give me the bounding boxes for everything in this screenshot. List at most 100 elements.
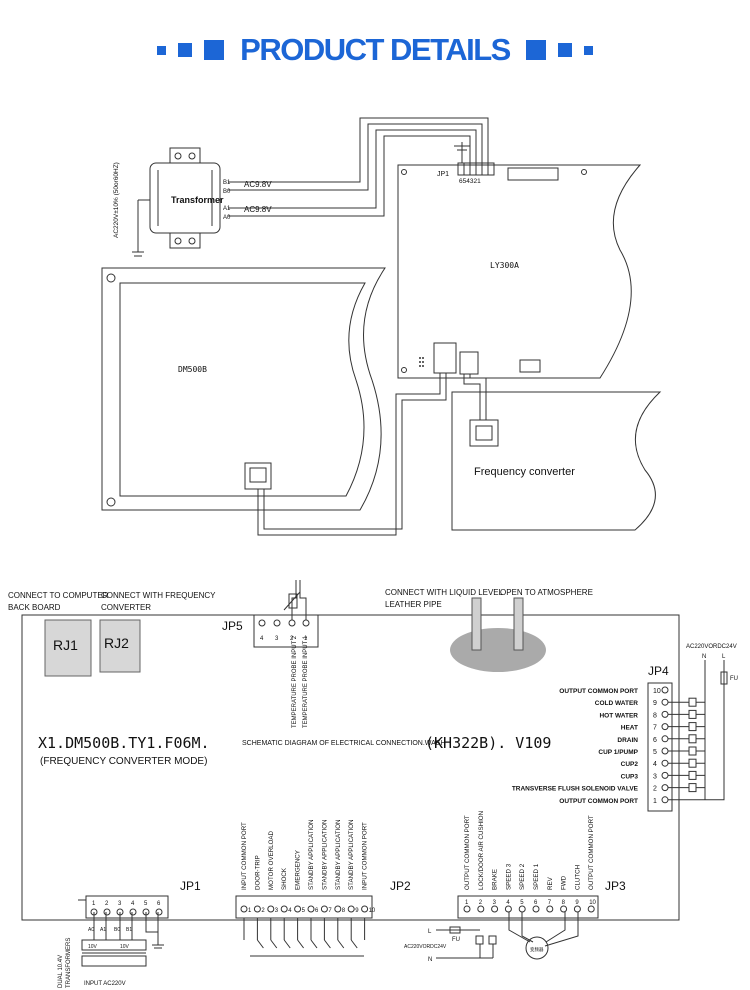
jp2-pin-terminal xyxy=(334,905,342,913)
jp3-item-label: SPEED 3 xyxy=(505,863,512,890)
output-voltage-b: AC9.8V xyxy=(244,180,272,189)
jp2-pin-number: 5 xyxy=(302,908,306,914)
jp1-voltage-b: 10V xyxy=(120,944,130,950)
jp3-pin-terminal xyxy=(546,905,554,913)
jp2-item-label: SHOCK xyxy=(281,867,288,890)
decor-square-icon xyxy=(557,43,572,57)
jp2-item-label: MOTOR OVERLOAD xyxy=(268,830,275,890)
jp2-switch-icon xyxy=(283,939,291,949)
jp1-voltage-a: 10V xyxy=(88,944,98,950)
jp1-pin-terminal xyxy=(155,908,163,916)
jp4-pin-terminal xyxy=(661,686,669,694)
liquid-level-line1: CONNECT WITH LIQUID LEVEL xyxy=(385,588,504,597)
jp2-connector xyxy=(235,895,373,919)
decor-square-icon xyxy=(204,40,225,60)
jp4-relay-icon xyxy=(688,709,697,719)
jp3-l: L xyxy=(428,929,432,935)
jp2-item-label: STANDBY APPLICATION xyxy=(348,820,355,891)
jp5-pin-1: 1 xyxy=(304,636,308,642)
display-board-label: DM500B xyxy=(178,365,207,374)
jp1-bottom-label: JP1 xyxy=(180,879,201,893)
jp4-pin-number: 3 xyxy=(653,773,657,780)
jp4-pin-terminal xyxy=(661,784,669,792)
jp4-pin-terminal xyxy=(661,747,669,755)
jp4-relay-icon xyxy=(688,697,697,707)
jp3-pin-terminal xyxy=(518,905,526,913)
jp2-pin-number: 9 xyxy=(355,908,359,914)
jp4-relay-icon xyxy=(688,722,697,732)
temp-probe-1-label: TEMPERATURE PROBE INPUT 1 xyxy=(303,635,309,728)
transformer-label: Transformer xyxy=(171,195,224,205)
jp2-pin-terminal xyxy=(307,905,315,913)
jp1-term-b0: B0 xyxy=(114,927,120,933)
rj1-label: RJ1 xyxy=(53,637,78,653)
jp1-pin-number: 1 xyxy=(92,901,96,907)
jp3-pin-number: 3 xyxy=(493,900,497,906)
decor-square-icon xyxy=(178,43,193,57)
jp4-pin-terminal xyxy=(661,735,669,743)
jp4-pin-number: 8 xyxy=(653,712,657,719)
jp4-pin-terminal xyxy=(661,698,669,706)
jp3-fu: FU xyxy=(452,937,460,943)
jp1-transformer-line1: DUAL 10.4V xyxy=(58,955,64,988)
jp4-item-label: OUTPUT COMMON PORT xyxy=(559,688,638,695)
jp4-pin-terminal xyxy=(661,723,669,731)
liquid-level-sensor xyxy=(450,597,546,672)
jp3-pin-terminal xyxy=(560,905,568,913)
jp2-item-label: STANDBY APPLICATION xyxy=(335,820,342,891)
jp4-pin-terminal xyxy=(661,759,669,767)
jp2-pin-number: 1 xyxy=(248,908,252,914)
jp4-item-label: DRAIN xyxy=(617,737,638,744)
jp4-item-label: CUP 1/PUMP xyxy=(598,749,638,756)
display-board-outline xyxy=(101,267,386,511)
jp2-pin-terminal xyxy=(347,905,355,913)
jp4-wire xyxy=(668,684,725,801)
decor-square-icon xyxy=(157,45,167,55)
jp1-pin-terminal xyxy=(129,908,137,916)
jp3-pin-terminal xyxy=(491,905,499,913)
transformer-input-label: AC220V±10% (50or60HZ) xyxy=(113,162,120,238)
jp4-item-label: CUP3 xyxy=(621,773,639,780)
model-description: SCHEMATIC DIAGRAM OF ELECTRICAL CONNECTI… xyxy=(242,740,446,747)
jp2-pin-terminal xyxy=(253,905,261,913)
decor-square-icon xyxy=(583,45,593,55)
jp2-pin-terminal xyxy=(294,905,302,913)
jp5-pin-2: 2 xyxy=(290,636,294,642)
jp3-connector xyxy=(457,895,599,919)
jp4-pin-number: 5 xyxy=(653,749,657,756)
jp1-input-label: INPUT AC220V xyxy=(84,981,126,987)
jp1-pin-number: 3 xyxy=(118,901,122,907)
jp1-pin-terminal xyxy=(142,908,150,916)
jp2-item-label: STANDBY APPLICATION xyxy=(308,820,315,891)
rj2-label: RJ2 xyxy=(104,635,129,651)
jp3-label: JP3 xyxy=(605,879,626,893)
jp4-item-label: TRANSVERSE FLUSH SOLENOID VALVE xyxy=(512,786,639,793)
jp4-pin-number: 7 xyxy=(653,725,657,732)
page-title: PRODUCT DETAILS xyxy=(240,32,511,67)
jp3-pin-number: 1 xyxy=(465,900,469,906)
jp3-supply: AC220VORDC24V xyxy=(404,944,447,950)
model-code-a: X1.DM500B.TY1.F06M. xyxy=(38,734,210,752)
jp3-item-label: LOCK/DOOR AIR CUSHION xyxy=(478,811,485,890)
jp4-n: N xyxy=(702,654,706,660)
jp4-supply: AC220VORDC24V xyxy=(686,644,737,650)
jp3-item-label: BRAKE xyxy=(492,869,499,890)
wiring-overview-diagram: Transformer AC220V±10% (50or60HZ) B1 B0 … xyxy=(101,117,662,536)
jp2-pin-terminal xyxy=(361,905,369,913)
liquid-level-line2: LEATHER PIPE xyxy=(385,600,442,609)
jp2-pin-terminal xyxy=(240,905,248,913)
jp4-pin-number: 2 xyxy=(653,786,657,793)
jp2-pin-number: 2 xyxy=(261,908,265,914)
jp2-pin-terminal xyxy=(280,905,288,913)
jp3-item-label: OUTPUT COMMON PORT xyxy=(588,815,595,890)
rj1-port: RJ1 xyxy=(44,619,92,677)
jp2-item-label: DOOR-TRIP xyxy=(254,855,261,890)
jp4-pin-terminal xyxy=(661,796,669,804)
jp4-pin-number: 1 xyxy=(653,798,657,805)
jp3-pin-terminal xyxy=(573,905,581,913)
jp1-pin-terminal xyxy=(116,908,124,916)
jp3-pin-number: 8 xyxy=(562,900,566,906)
jp2-switch-icon xyxy=(270,939,278,949)
connect-computer-line2: BACK BOARD xyxy=(8,603,61,612)
